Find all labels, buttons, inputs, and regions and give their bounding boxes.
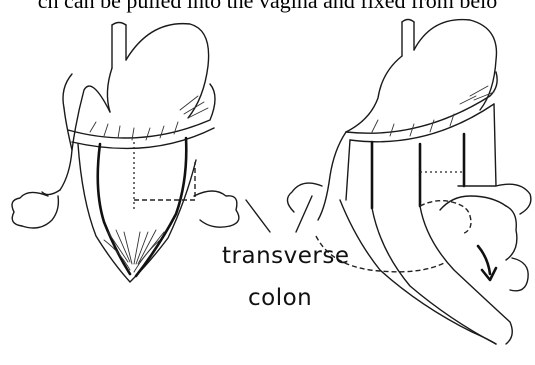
pointer-line-right xyxy=(296,196,312,232)
left-stomach-drawing xyxy=(12,23,239,283)
transverse-label: transverse xyxy=(222,243,349,269)
right-stomach-drawing xyxy=(287,20,530,345)
pointer-line-left xyxy=(246,200,270,232)
colon-label: colon xyxy=(248,285,312,311)
